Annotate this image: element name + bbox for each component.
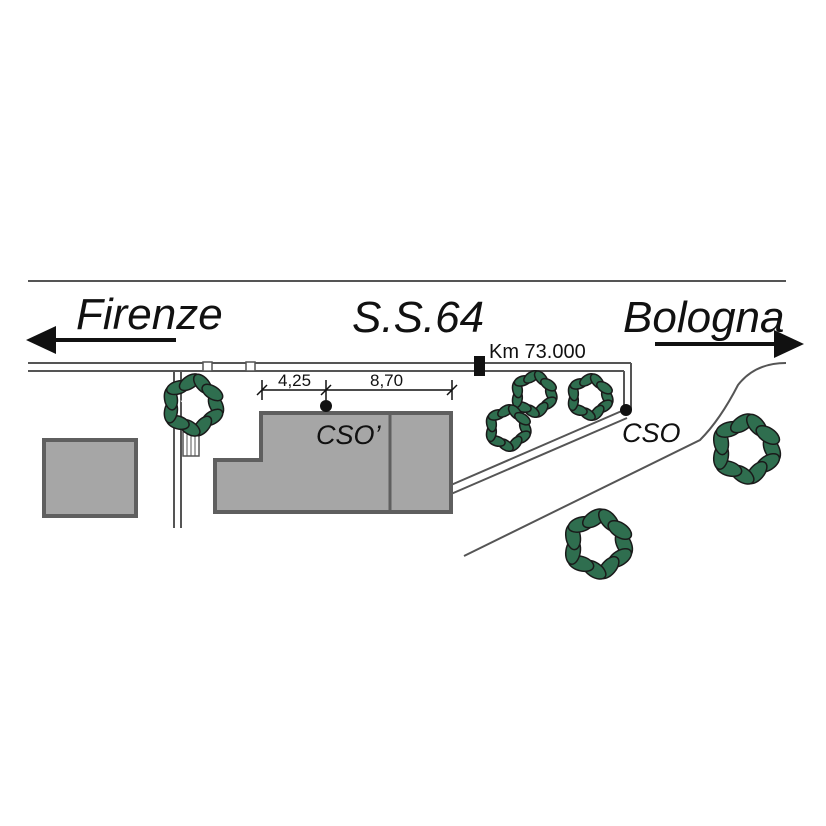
label-firenze: Firenze (76, 290, 223, 339)
label-bologna: Bologna (623, 293, 784, 342)
station-point-icon (620, 404, 632, 416)
side-road-curve (463, 362, 787, 557)
tree-icon (485, 403, 532, 453)
tree-icon (567, 372, 614, 422)
label-cso-primary: CSO (622, 418, 681, 448)
building-main (213, 411, 453, 514)
arrow-left-icon (26, 326, 176, 354)
label-road-name: S.S.64 (352, 293, 484, 342)
station-point-icon (320, 400, 332, 412)
tree-icon (712, 413, 782, 485)
arrow-right-icon (655, 330, 804, 358)
grate-icon (182, 431, 200, 457)
label-cso-secondary: CSO’ (316, 420, 382, 450)
tree-icon (564, 508, 634, 580)
trees (163, 369, 782, 580)
building-left (42, 438, 138, 518)
dimension-left-label: 4,25 (278, 371, 311, 390)
tree-icon (163, 373, 225, 437)
road-post (202, 361, 213, 372)
road-post (245, 361, 256, 372)
dimension-line (256, 380, 458, 400)
access-lane-upper (450, 409, 625, 486)
label-km-marker: Km 73.000 (489, 341, 586, 363)
dimension-right-label: 8,70 (370, 371, 403, 390)
access-lane-lower (450, 417, 628, 495)
km-marker-icon (474, 356, 485, 376)
